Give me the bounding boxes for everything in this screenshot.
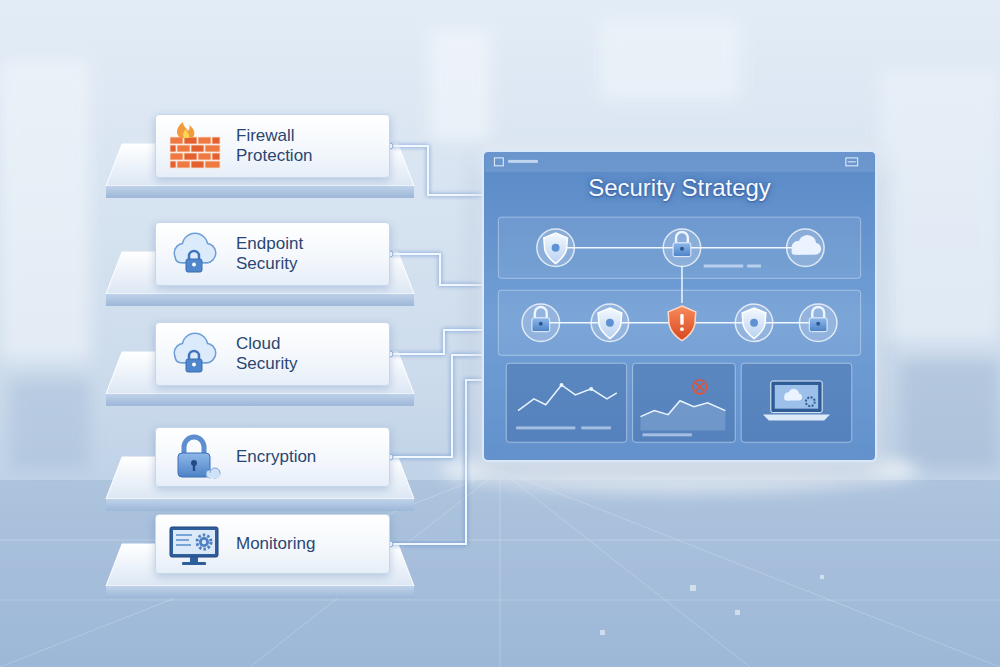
text-group: Cloud Security [236, 334, 336, 375]
layer-card: Monitoring [155, 514, 390, 574]
layer-card: Encryption [155, 427, 390, 487]
text-group: Firewall Protection [236, 126, 336, 167]
text-group: Encryption [236, 447, 316, 467]
connector-line [390, 380, 482, 544]
layer-slabs [106, 144, 414, 598]
panel-title: Security Strategy [588, 174, 771, 203]
layer-label: Cloud Security [236, 334, 336, 375]
connector-line [390, 254, 482, 285]
blurred-office [0, 20, 1000, 470]
layer-label: Firewall Protection [236, 126, 336, 167]
connector-line [390, 355, 482, 457]
layer-label: Endpoint Security [236, 234, 336, 275]
text-group: Monitoring [236, 534, 315, 554]
layer-icon [164, 519, 224, 569]
layer-card: Endpoint Security [155, 222, 390, 286]
layer-icon [164, 229, 224, 279]
layer-icon [164, 329, 224, 379]
layer-label: Encryption [236, 447, 316, 467]
text-group: Security Strategy [588, 174, 771, 203]
layer-card: Firewall Protection [155, 114, 390, 178]
layer-icon [164, 432, 224, 482]
text-group: Endpoint Security [236, 234, 336, 275]
dashboard-panel: Security Strategy [482, 150, 877, 462]
layer-label: Monitoring [236, 534, 315, 554]
floor [0, 470, 1000, 667]
connector-line [390, 146, 482, 195]
layer-card: Cloud Security [155, 322, 390, 386]
connector-line [390, 330, 482, 354]
layer-icon [164, 121, 224, 171]
